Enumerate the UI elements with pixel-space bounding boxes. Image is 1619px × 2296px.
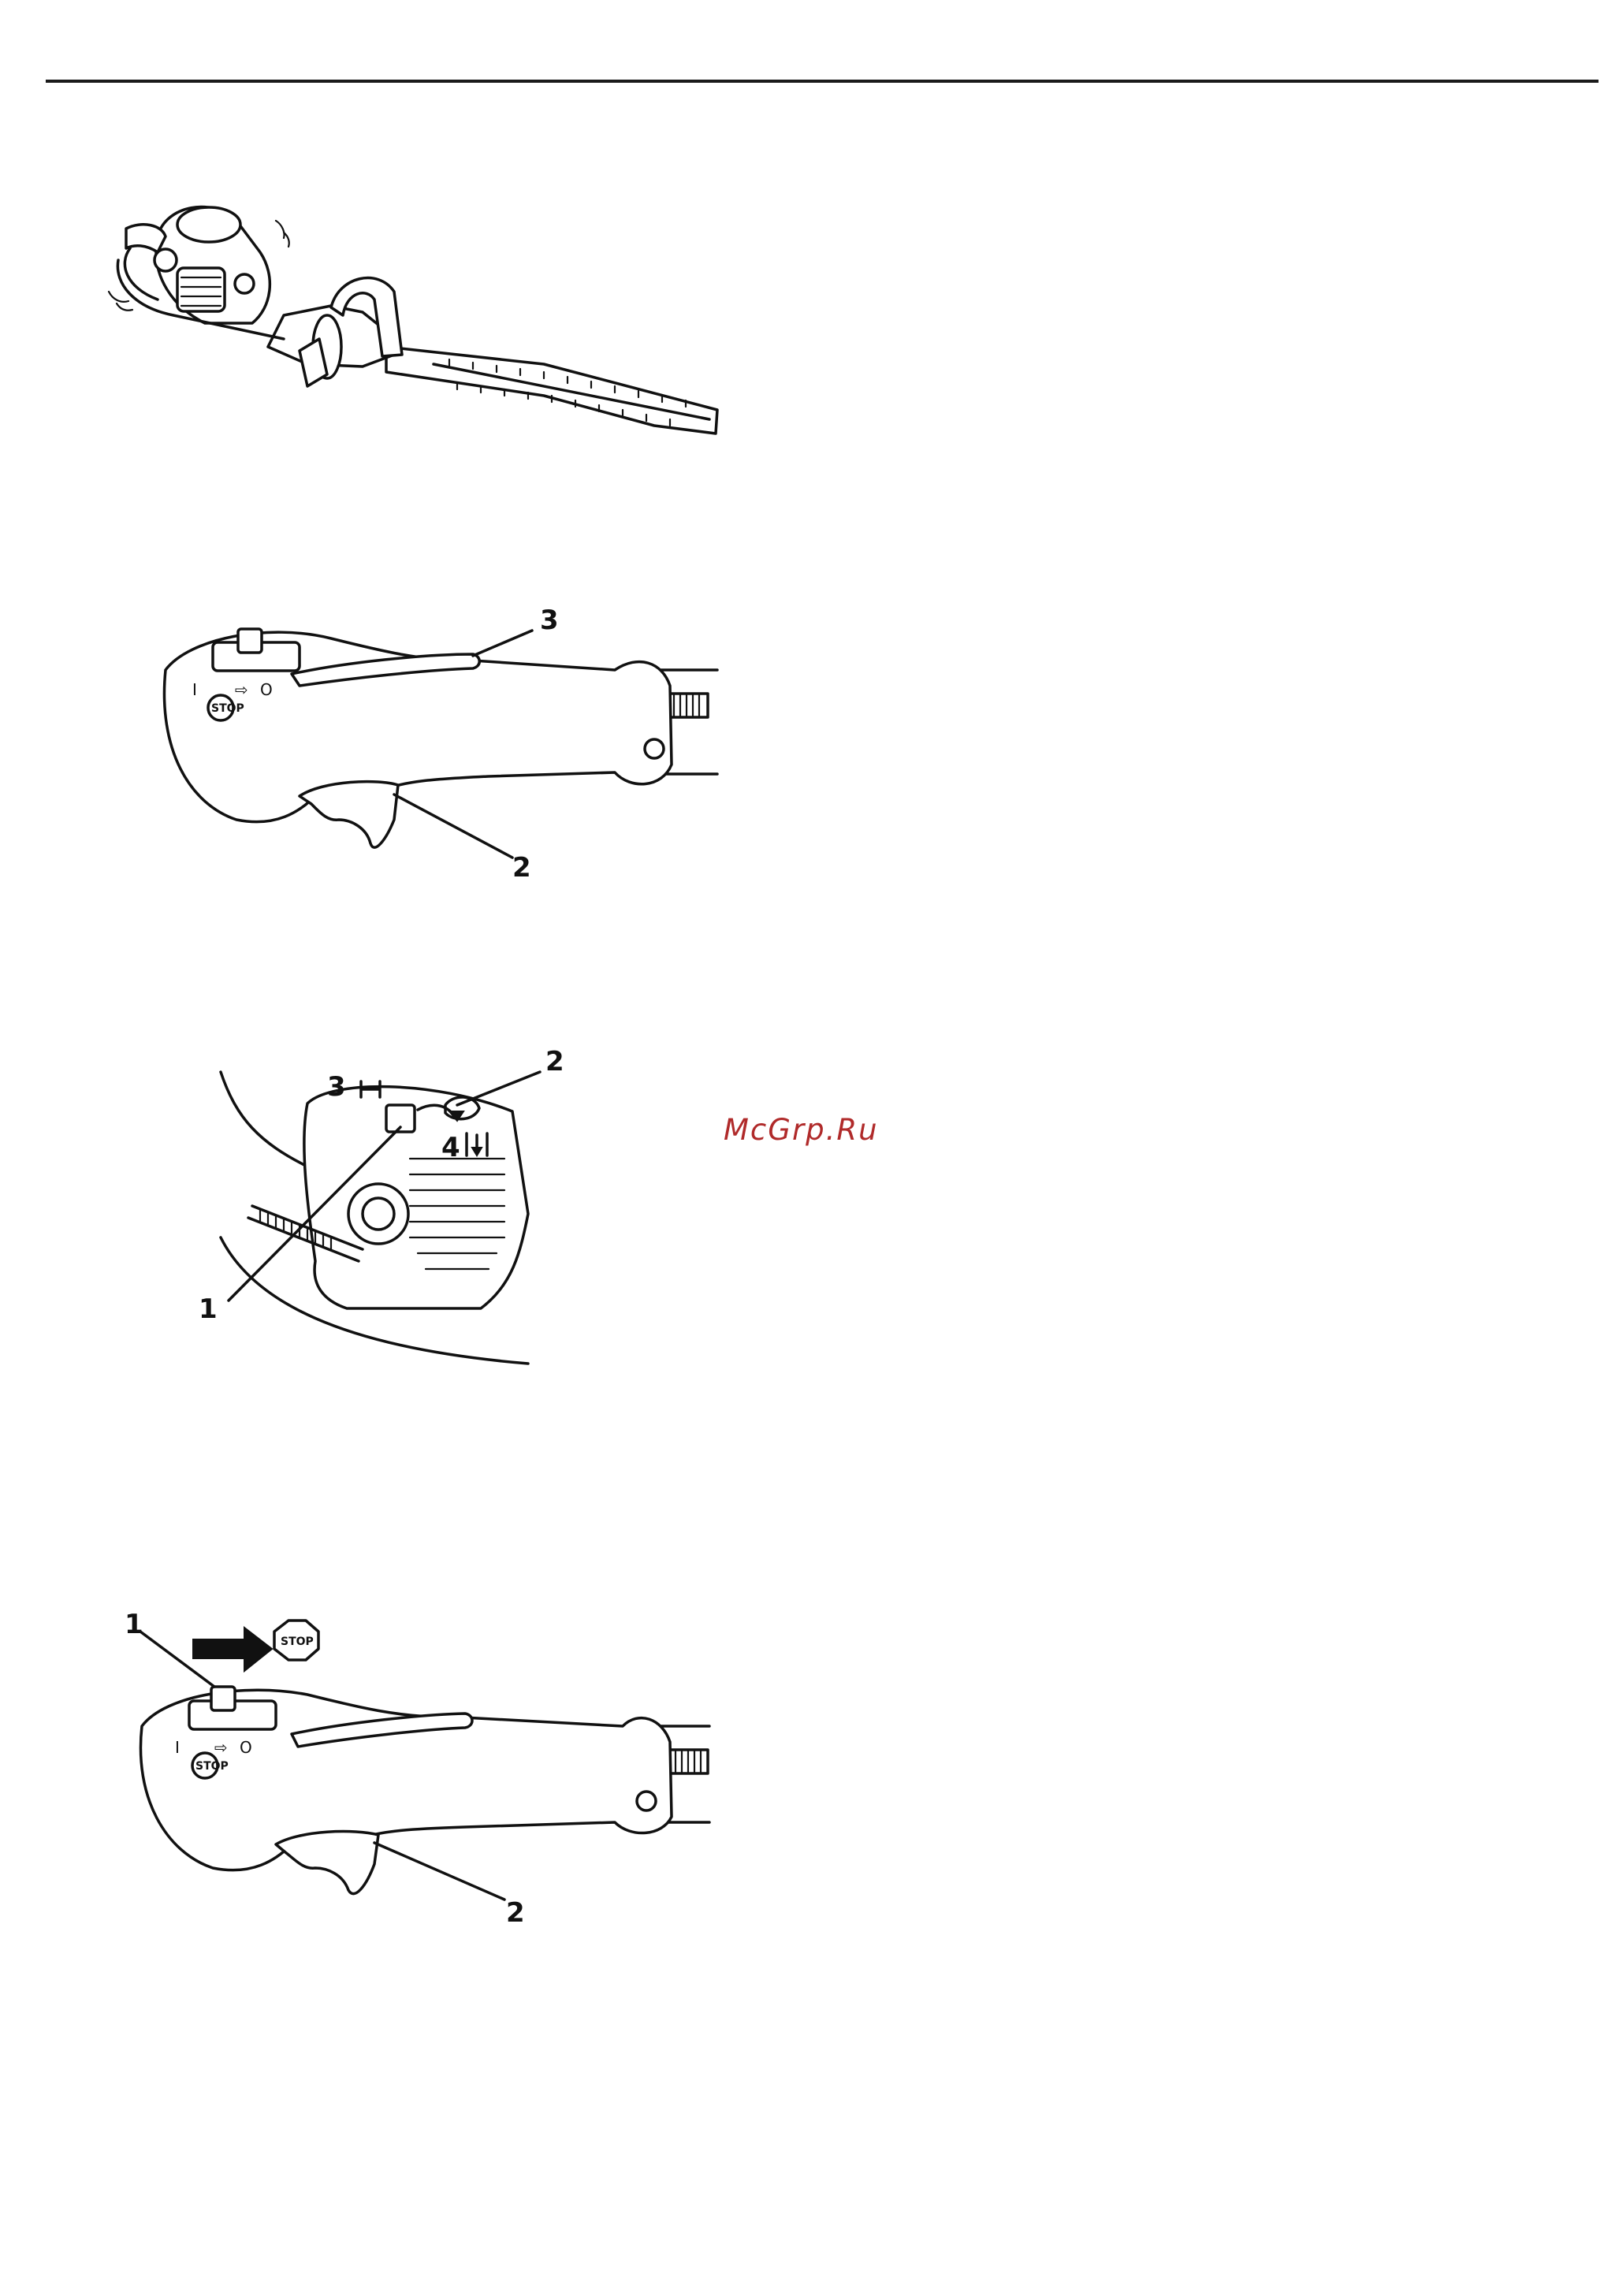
engine-choke-illustration: 3 2 4 1 [181,1048,623,1379]
stop-switch-illustration: STOP STOP I ⇨ O 1 2 [118,1608,733,1939]
svg-text:O: O [240,1738,252,1757]
figure-stop-switch: STOP STOP I ⇨ O 1 2 [118,1608,733,1939]
callout-1: 1 [125,1609,143,1640]
figure-throttle-handle: STOP I ⇨ O 3 2 [142,607,725,883]
svg-text:I: I [192,680,197,699]
callout-3: 3 [327,1071,346,1103]
header-rule [46,80,1599,83]
stop-sign-label: STOP [281,1635,314,1648]
svg-text:I: I [175,1738,180,1757]
hedge-trimmer-illustration [102,189,733,473]
callout-1: 1 [199,1293,218,1325]
callout-4: 4 [441,1132,460,1163]
callout-2: 2 [512,852,531,884]
watermark: McGrp.Ru [724,1113,879,1147]
callout-3: 3 [540,605,559,636]
svg-text:⇨: ⇨ [235,680,248,699]
throttle-handle-illustration: STOP I ⇨ O 3 2 [142,607,725,883]
svg-text:STOP: STOP [211,702,244,715]
callout-2: 2 [506,1897,525,1929]
svg-text:STOP: STOP [195,1760,229,1773]
figure-engine-choke: 3 2 4 1 [181,1048,623,1379]
figure-hedge-trimmer [102,189,733,473]
callout-2: 2 [545,1046,564,1077]
svg-text:O: O [260,680,273,699]
svg-text:⇨: ⇨ [214,1738,228,1757]
